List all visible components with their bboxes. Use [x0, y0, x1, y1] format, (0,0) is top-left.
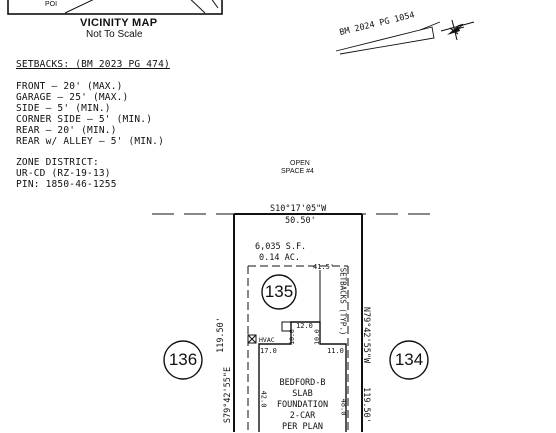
bump-depth-right: 10.0 [312, 329, 321, 345]
setback-envelope [247, 265, 349, 432]
setbacks-heading: SETBACKS: (BM 2023 PG 474) [16, 59, 170, 70]
open-space-line1: OPEN [290, 160, 310, 167]
hvac-label: HVAC [259, 336, 275, 344]
lot-area-ac: 0.14 AC. [259, 253, 300, 263]
left-bearing: S79°42'55"E [223, 366, 233, 424]
house-label-line: SLAB [292, 389, 313, 399]
vicinity-map-subtitle: Not To Scale [86, 29, 143, 40]
lot-boundary [233, 213, 363, 432]
vicinity-map-frame [7, 0, 223, 15]
house-label-line: 2-CAR [289, 411, 316, 421]
top-distance: 50.50' [285, 216, 316, 226]
neighbor-right-circle [389, 340, 429, 380]
lot-area-sf: 6,035 S.F. [255, 242, 307, 252]
hvac-icon [247, 334, 257, 344]
zone-district: UR-CD (RZ-19-13) [16, 168, 111, 179]
bump-depth-left: 10.0 [287, 329, 296, 345]
right-bearing: N79°42'55"W [361, 306, 371, 364]
bm-leader [335, 21, 441, 55]
setback-garage: GARAGE – 25' (MAX.) [16, 92, 129, 103]
house-label-line: BEDFORD-B [279, 378, 326, 388]
neighbor-left-number: 136 [168, 350, 198, 369]
neighbor-right-number: 134 [394, 350, 424, 369]
house-label: BEDFORD-B SLAB FOUNDATION 2-CAR PER PLAN [259, 378, 346, 433]
setback-rear: REAR – 20' (MIN.) [16, 125, 117, 136]
setback-corner-side: CORNER SIDE – 5' (MIN.) [16, 114, 153, 125]
setback-front: FRONT – 20' (MAX.) [16, 81, 123, 92]
house-footprint [258, 321, 347, 432]
open-space-line2: SPACE #4 [281, 168, 314, 175]
left-distance: 119.50' [216, 317, 226, 353]
neighbor-left-circle [163, 340, 203, 380]
vicinity-fragment-label: POI [45, 1, 58, 8]
lot-number: 135 [264, 282, 294, 301]
setbacks-typ-note: SETBACKS (TYP.) [338, 267, 348, 336]
house-label-line: PER PLAN [282, 422, 323, 432]
right-front-dim: 11.0 [327, 347, 344, 355]
lot-number-circle [261, 274, 297, 310]
right-distance: 119.50' [361, 387, 371, 423]
north-arrow-icon [440, 19, 475, 41]
bump-width: 12.0 [296, 322, 313, 330]
pin-number: PIN: 1850-46-1255 [16, 179, 117, 190]
house-label-line: FOUNDATION [276, 400, 329, 410]
top-bearing: S10°17'05"W [270, 204, 327, 214]
left-front-dim: 17.0 [260, 347, 277, 355]
vicinity-map-title: VICINITY MAP [80, 17, 158, 29]
setback-rear-alley: REAR w/ ALLEY – 5' (MIN.) [16, 136, 164, 147]
zone-label: ZONE DISTRICT: [16, 157, 99, 168]
setback-side: SIDE – 5' (MIN.) [16, 103, 111, 114]
dim-41-5: 41.5' [313, 263, 335, 271]
